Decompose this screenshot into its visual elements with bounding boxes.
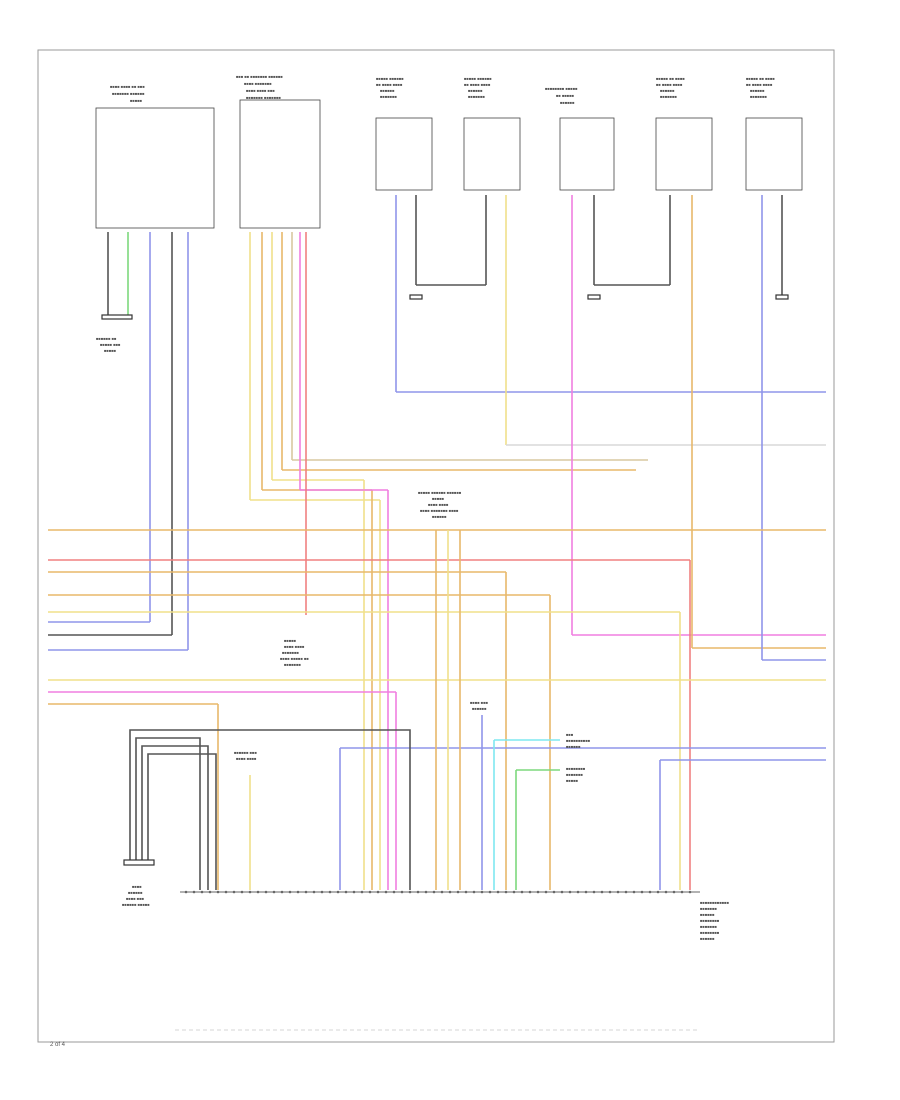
speaker-1: ■■■■■ ■■■■■■■■ ■■■■ ■■■■■■■■■■■■■■■■■ — [375, 76, 433, 191]
svg-text:■■ ■■■■ ■■■■: ■■ ■■■■ ■■■■ — [656, 82, 683, 87]
svg-text:■■■■ ■■■■■■■ ■■■■: ■■■■ ■■■■■■■ ■■■■ — [420, 508, 459, 513]
svg-text:■■■■■■: ■■■■■■ — [700, 936, 715, 941]
svg-text:■■■■■ ■■■■■■: ■■■■■ ■■■■■■ — [376, 76, 404, 81]
svg-text:■■■■ ■■■■: ■■■■ ■■■■ — [284, 644, 305, 649]
center-module: ■■■ ■■ ■■■■■■■ ■■■■■■ ■■■■ ■■■■■■■ ■■■■ ■■… — [236, 74, 321, 229]
page-number: 2 of 4 — [50, 1042, 66, 1048]
svg-text:■■■■ ■■■: ■■■■ ■■■ — [470, 700, 489, 705]
svg-text:■■■■■■: ■■■■■■ — [432, 514, 447, 519]
svg-text:■■■■■: ■■■■■ — [432, 496, 445, 501]
svg-text:■■■■■■■: ■■■■■■■ — [380, 94, 397, 99]
diagram-frame — [37, 49, 835, 1043]
svg-text:■■■■■■ ■■■: ■■■■■■ ■■■ — [234, 750, 257, 755]
svg-text:■■■■■■ ■■: ■■■■■■ ■■ — [96, 336, 117, 341]
svg-text:■■■■■■■ ■■■■■■■: ■■■■■■■ ■■■■■■■ — [246, 95, 282, 100]
speaker-2: ■■■■■ ■■■■■■■■ ■■■■ ■■■■■■■■■■■■■■■■■ — [463, 76, 521, 191]
svg-text:■■■■■: ■■■■■ — [566, 778, 579, 783]
svg-text:■■■■■: ■■■■■ — [104, 348, 117, 353]
top-left-module: ■■■■ ■■■■ ■■ ■■■ ■■■■■■■ ■■■■■■ ■■■■■ — [95, 84, 215, 229]
svg-text:■■■■■■■■: ■■■■■■■■ — [566, 766, 586, 771]
bus-lines — [48, 529, 826, 890]
svg-text:■■ ■■■■■: ■■ ■■■■■ — [556, 93, 575, 98]
svg-text:■■ ■■■■ ■■■■: ■■ ■■■■ ■■■■ — [746, 82, 773, 87]
svg-text:■■■■■■ ■■■■■: ■■■■■■ ■■■■■ — [122, 902, 150, 907]
speaker-wires — [395, 195, 826, 661]
svg-text:■■■■■: ■■■■■ — [130, 98, 143, 103]
svg-text:■■■■■■: ■■■■■■ — [560, 100, 575, 105]
svg-text:■■■■■■■: ■■■■■■■ — [700, 924, 717, 929]
svg-text:■■■: ■■■ — [566, 732, 574, 737]
svg-text:■■■■ ■■■■: ■■■■ ■■■■ — [428, 502, 449, 507]
bottom-left-bundle: ■■■■■■■■■■■■■■ ■■■■■■■■■ ■■■■■ — [122, 729, 411, 907]
svg-text:■■■■ ■■■■ ■■■: ■■■■ ■■■■ ■■■ — [246, 88, 275, 93]
center-splice: ■■■■■ ■■■■■■ ■■■■■■■■■■■■■■■ ■■■■■■■■ ■■… — [418, 490, 462, 890]
speaker-4: ■■■■■ ■■ ■■■■■■ ■■■■ ■■■■■■■■■■■■■■■■■ — [745, 76, 803, 191]
svg-text:■■■■■■: ■■■■■■ — [380, 88, 395, 93]
svg-text:■■■■ ■■■: ■■■■ ■■■ — [126, 896, 145, 901]
svg-text:■■■■■■■: ■■■■■■■ — [700, 906, 717, 911]
svg-text:■■■■■■■: ■■■■■■■ — [284, 662, 301, 667]
svg-text:■■■■■ ■■■■■■ ■■■■■■: ■■■■■ ■■■■■■ ■■■■■■ — [418, 490, 462, 495]
svg-text:■■■■■■■■: ■■■■■■■■ — [700, 930, 720, 935]
svg-text:■■■■■■■■■■■■: ■■■■■■■■■■■■ — [700, 900, 730, 905]
speaker-3: ■■■■■ ■■ ■■■■■■ ■■■■ ■■■■■■■■■■■■■■■■■ — [655, 76, 713, 191]
svg-text:■■■■■■: ■■■■■■ — [660, 88, 675, 93]
svg-text:■■■■■ ■■ ■■■■: ■■■■■ ■■ ■■■■ — [656, 76, 685, 81]
svg-text:■■■■ ■■■■■ ■■: ■■■■ ■■■■■ ■■ — [280, 656, 309, 661]
svg-text:■■■■■■: ■■■■■■ — [472, 706, 487, 711]
svg-text:■■■■■■: ■■■■■■ — [128, 890, 143, 895]
svg-text:■■■■■■■: ■■■■■■■ — [566, 772, 583, 777]
svg-text:■■■■■■■: ■■■■■■■ — [750, 94, 767, 99]
svg-text:■■■■■■: ■■■■■■ — [566, 744, 581, 749]
svg-text:■■■■■■: ■■■■■■ — [700, 912, 715, 917]
bottom-connector: ■■■■■■■■■■■■■■■■■■■■■■■■■■■■■■■■■■■■■■■■… — [180, 890, 730, 941]
svg-text:■■■■ ■■■■■■■: ■■■■ ■■■■■■■ — [244, 81, 272, 86]
svg-text:■■■■ ■■■■ ■■ ■■■: ■■■■ ■■■■ ■■ ■■■ — [110, 84, 145, 89]
svg-text:■■■■■■■ ■■■■■■: ■■■■■■■ ■■■■■■ — [112, 91, 145, 96]
svg-text:■■■■■■: ■■■■■■ — [750, 88, 765, 93]
svg-text:■■■■■■■: ■■■■■■■ — [660, 94, 677, 99]
svg-text:■■■■■■: ■■■■■■ — [468, 88, 483, 93]
svg-text:■■■■■ ■■■■■■: ■■■■■ ■■■■■■ — [464, 76, 492, 81]
svg-text:■■■■■■■: ■■■■■■■ — [468, 94, 485, 99]
center-module-wires: ■■■■■■■■■ ■■■■■■■■■■■■■■■ ■■■■■ ■■■■■■■■… — [249, 232, 648, 890]
svg-text:■■■■■■■■■■: ■■■■■■■■■■ — [566, 738, 591, 743]
antenna-module: ■■■■ ■■■■■■■■■■■■■■■■■■■■■■■■■■■■■■■■■■■… — [470, 700, 591, 890]
svg-text:■■■ ■■ ■■■■■■■ ■■■■■■: ■■■ ■■ ■■■■■■■ ■■■■■■ — [236, 74, 283, 79]
svg-text:■■■■■■■■ ■■■■■: ■■■■■■■■ ■■■■■ — [545, 86, 578, 91]
subwoofer: ■■■■■■■■ ■■■■■ ■■ ■■■■■ ■■■■■■ — [545, 86, 615, 191]
svg-text:■■■■■: ■■■■■ — [284, 638, 297, 643]
svg-text:■■■■■ ■■ ■■■■: ■■■■■ ■■ ■■■■ — [746, 76, 775, 81]
svg-text:■■■■■■■■: ■■■■■■■■ — [700, 918, 720, 923]
svg-text:■■■■: ■■■■ — [132, 884, 142, 889]
top-left-wires: ■■■■■■ ■■■■■■■ ■■■■■■■■ — [48, 232, 189, 651]
svg-text:■■ ■■■■ ■■■■: ■■ ■■■■ ■■■■ — [464, 82, 491, 87]
svg-text:■■■■ ■■■■: ■■■■ ■■■■ — [236, 756, 257, 761]
mid-ground: ■■■■■■ ■■■■■■■ ■■■■ — [234, 750, 257, 890]
svg-text:■■ ■■■■ ■■■■: ■■ ■■■■ ■■■■ — [376, 82, 403, 87]
svg-text:■■■■■■■: ■■■■■■■ — [282, 650, 299, 655]
svg-text:■■■■■ ■■■: ■■■■■ ■■■ — [100, 342, 121, 347]
